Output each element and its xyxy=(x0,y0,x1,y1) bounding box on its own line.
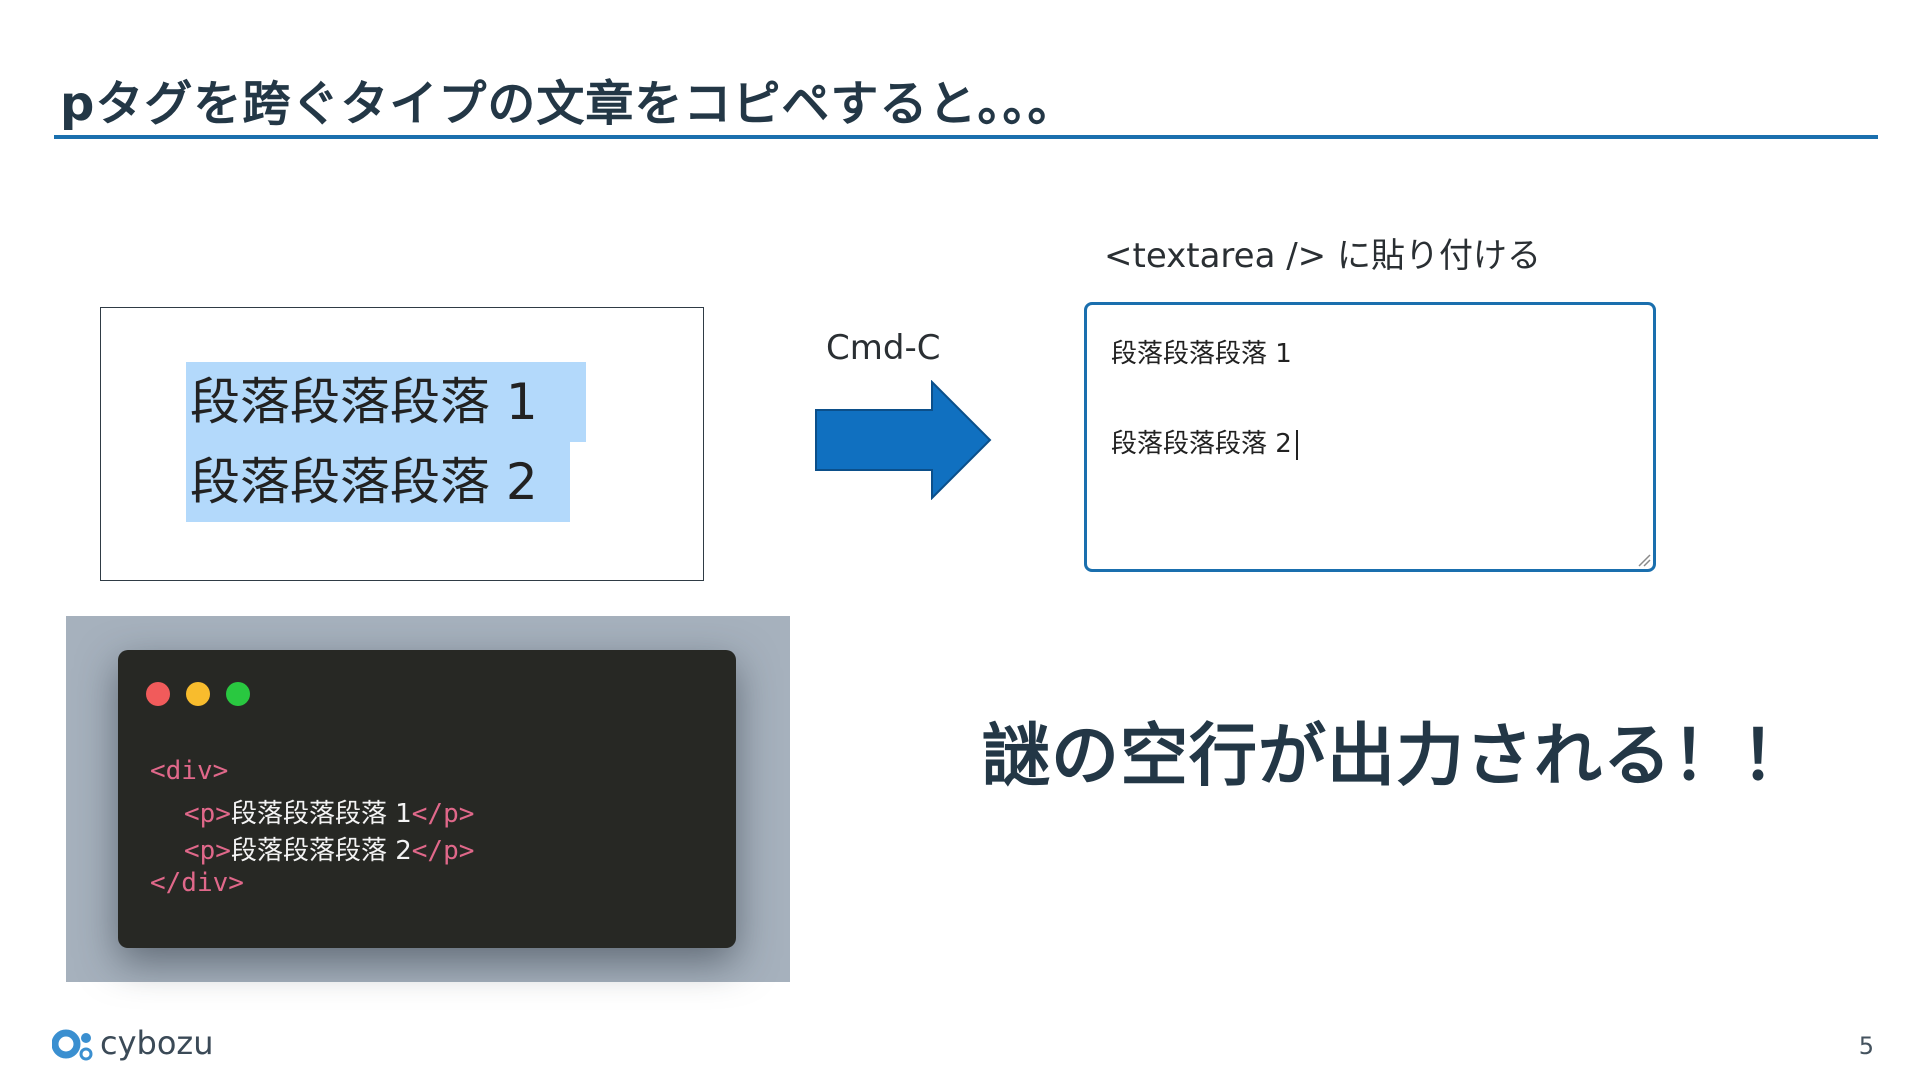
textarea-line-1: 段落段落段落 1 xyxy=(1111,339,1292,369)
cybozu-logo-icon xyxy=(52,1029,93,1061)
slide-title: pタグを跨ぐタイプの文章をコピペすると。。。 xyxy=(60,76,1077,132)
code-line-p2: <p>段落段落段落 2</p> xyxy=(184,830,474,867)
code-panel: <div> <p>段落段落段落 1</p> <p>段落段落段落 2</p> </… xyxy=(66,616,790,982)
code-tag-close: </p> xyxy=(411,799,475,829)
textarea-caption: <textarea /> に貼り付ける xyxy=(1104,236,1541,276)
textarea-line-2-text: 段落段落段落 2 xyxy=(1111,429,1292,459)
title-underline xyxy=(54,135,1878,139)
logo-text: cybozu xyxy=(100,1024,214,1062)
selected-line-2[interactable]: 段落段落段落 2 xyxy=(186,442,570,522)
selected-line-1[interactable]: 段落段落段落 1 xyxy=(186,362,586,442)
selected-text-box: 段落段落段落 1 段落段落段落 2 xyxy=(100,307,704,581)
textarea-line-2: 段落段落段落 2 xyxy=(1111,423,1298,460)
code-tag-close: </p> xyxy=(411,836,475,866)
code-tag-open: <p> xyxy=(184,799,231,829)
right-arrow-icon xyxy=(815,380,992,500)
copy-shortcut-label: Cmd-C xyxy=(826,328,941,368)
close-dot-icon xyxy=(146,682,170,706)
page-number: 5 xyxy=(1858,1032,1874,1060)
text-caret xyxy=(1295,429,1298,460)
maximize-dot-icon xyxy=(226,682,250,706)
code-window: <div> <p>段落段落段落 1</p> <p>段落段落段落 2</p> </… xyxy=(118,650,736,948)
resize-handle-icon[interactable] xyxy=(1637,553,1651,567)
code-text: 段落段落段落 2 xyxy=(230,836,412,866)
code-tag-open: <p> xyxy=(184,836,231,866)
code-line-div-close: </div> xyxy=(150,868,244,898)
code-text: 段落段落段落 1 xyxy=(230,799,412,829)
paste-textarea[interactable]: 段落段落段落 1 段落段落段落 2 xyxy=(1084,302,1656,572)
code-line-p1: <p>段落段落段落 1</p> xyxy=(184,793,474,830)
result-message: 謎の空行が出力される！！ xyxy=(982,717,1811,796)
code-line-div-open: <div> xyxy=(150,756,229,786)
minimize-dot-icon xyxy=(186,682,210,706)
